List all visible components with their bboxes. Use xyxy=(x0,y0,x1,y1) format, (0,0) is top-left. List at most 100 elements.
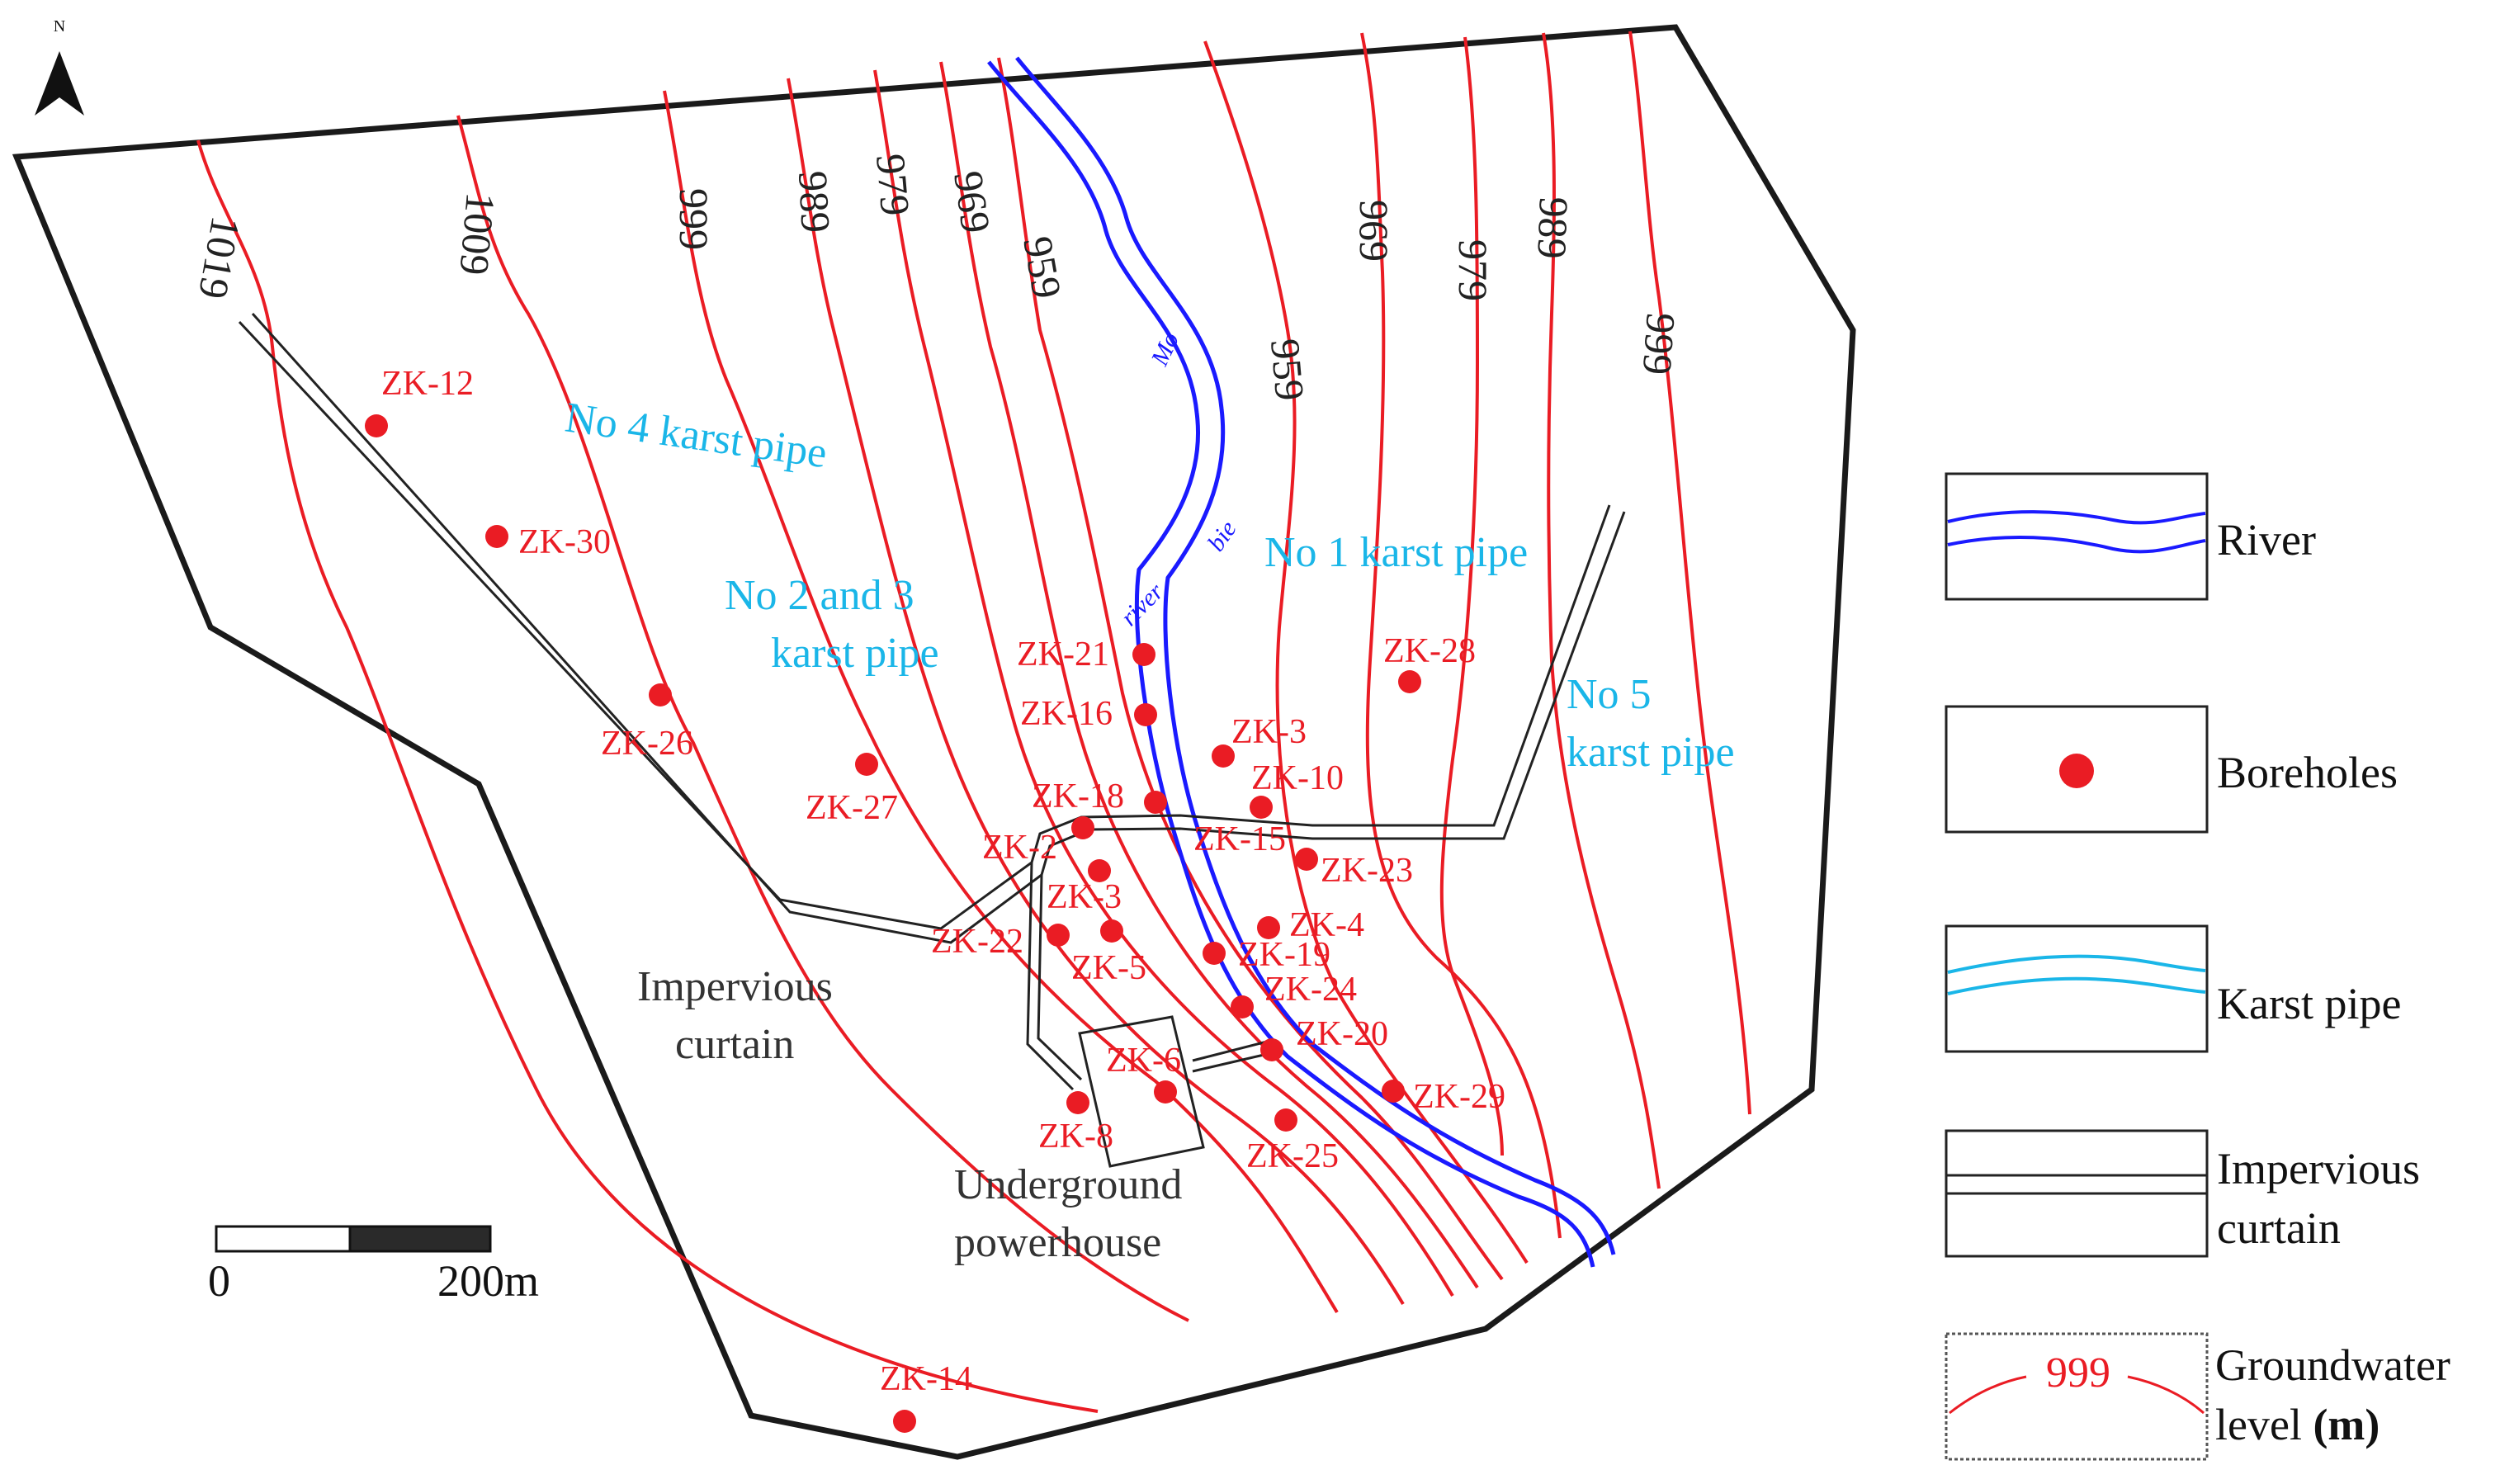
contour-label-989: 989 xyxy=(790,170,839,234)
underground-powerhouse xyxy=(1078,1015,1205,1168)
contour-label-959e: 959 xyxy=(1262,337,1313,403)
borehole-label: ZK-26 xyxy=(601,725,693,763)
karst-pipe-no1-label: No 1 karst pipe xyxy=(1264,529,1528,576)
legend-item-river: River xyxy=(1945,472,2316,601)
scale-bar: 0 200m xyxy=(208,1225,539,1306)
contour-label-979: 979 xyxy=(867,152,919,218)
contour-line-979e xyxy=(1439,36,1504,1156)
borehole-zk18 xyxy=(1071,816,1094,839)
borehole-label: ZK-16 xyxy=(1020,695,1113,733)
borehole-zk4 xyxy=(1257,916,1280,939)
borehole-zk25 xyxy=(1274,1108,1297,1132)
borehole-label: ZK-20 xyxy=(1296,1015,1388,1053)
borehole-zk24 xyxy=(1231,995,1254,1018)
contour-label-969: 969 xyxy=(945,168,1000,236)
contour-label-979e: 979 xyxy=(1450,239,1496,301)
legend: River Boreholes Karst pipe Impervious cu… xyxy=(1945,472,2450,1461)
contour-line-959w xyxy=(997,57,1504,1281)
contour-label-1009: 1009 xyxy=(451,191,504,277)
contour-line-989e xyxy=(1542,32,1661,1189)
borehole-zk12 xyxy=(365,414,388,437)
contour-line-1009 xyxy=(456,115,1189,1322)
borehole-zk18b xyxy=(1144,791,1167,814)
borehole-label: ZK-15 xyxy=(1193,820,1286,858)
karst-pipe-no4-label: No 4 karst pipe xyxy=(562,394,829,477)
legend-river-label: River xyxy=(2217,515,2316,565)
contour-line-999e xyxy=(1628,31,1751,1115)
curtain-label-1: Impervious xyxy=(637,963,833,1010)
borehole-label: ZK-4 xyxy=(1289,906,1364,944)
borehole-label: ZK-8 xyxy=(1038,1118,1113,1156)
contour-label-1019: 1019 xyxy=(190,213,250,302)
borehole-zk26 xyxy=(649,683,672,707)
river-name: Mo bie river xyxy=(1116,328,1242,631)
borehole-zk21 xyxy=(1132,643,1155,666)
powerhouse-label-2: powerhouse xyxy=(954,1219,1161,1266)
contour-line-999 xyxy=(663,90,1339,1314)
contour-line-969 xyxy=(939,61,1479,1289)
legend-boreholes-label: Boreholes xyxy=(2217,748,2398,797)
borehole-zk23 xyxy=(1295,848,1318,871)
borehole-zk30 xyxy=(485,525,508,548)
river-bank-east xyxy=(1015,56,1616,1255)
borehole-zk14 xyxy=(893,1410,916,1433)
river-label-bie: bie xyxy=(1203,516,1242,556)
karst-pipe-no5-label-1: No 5 xyxy=(1567,671,1652,718)
borehole-labels: ZK-12 ZK-30 ZK-26 ZK-27 ZK-21 ZK-16 ZK-1… xyxy=(381,365,1505,1398)
contour-line-969e xyxy=(1360,32,1562,1239)
borehole-label: ZK-5 xyxy=(1071,949,1146,987)
borehole-label: ZK-18 xyxy=(1032,777,1124,815)
contour-label-999e: 999 xyxy=(1634,311,1685,376)
borehole-label: ZK-22 xyxy=(931,923,1023,961)
river-label-river: river xyxy=(1116,578,1170,631)
borehole-label: ZK-10 xyxy=(1251,759,1344,797)
scale-bar-end: 200m xyxy=(437,1256,539,1306)
contour-line-979 xyxy=(873,69,1454,1297)
impervious-curtain xyxy=(238,312,1626,1091)
contour-line-989 xyxy=(787,78,1405,1306)
borehole-label: ZK-24 xyxy=(1264,971,1357,1009)
borehole-zk6 xyxy=(1154,1080,1177,1104)
borehole-label: ZK-2 xyxy=(982,829,1057,867)
river-label-mo: Mo xyxy=(1146,328,1184,371)
contour-line-1019 xyxy=(196,139,1099,1413)
contour-label-999: 999 xyxy=(671,188,717,250)
borehole-zk29 xyxy=(1382,1080,1405,1103)
borehole-zk27 xyxy=(855,753,878,776)
borehole-zk3w xyxy=(1100,919,1123,943)
legend-curtain-label-1: Impervious xyxy=(2217,1144,2420,1193)
borehole-zk10 xyxy=(1250,796,1273,819)
borehole-label: ZK-29 xyxy=(1413,1078,1505,1116)
borehole-label: ZK-21 xyxy=(1017,636,1109,673)
borehole-label: ZK-28 xyxy=(1383,632,1476,670)
karst-pipe-no23-label-1: No 2 and 3 xyxy=(725,572,914,619)
legend-item-groundwater: 999 Groundwater level (m) xyxy=(1945,1332,2450,1461)
borehole-label: ZK-19 xyxy=(1238,936,1330,974)
contours-west xyxy=(196,57,1504,1413)
curtain-label-2: curtain xyxy=(675,1021,794,1068)
legend-curtain-label-2: curtain xyxy=(2217,1203,2341,1253)
legend-gw-label-1: Groundwater xyxy=(2215,1340,2450,1390)
borehole-label: ZK-25 xyxy=(1246,1137,1339,1175)
borehole-label: ZK-3 xyxy=(1047,878,1122,916)
river-bank-west xyxy=(987,60,1595,1268)
north-label: N xyxy=(54,17,65,35)
legend-gw-label-2: level (m) xyxy=(2215,1400,2379,1449)
river xyxy=(987,56,1616,1268)
scale-bar-start: 0 xyxy=(208,1256,230,1306)
legend-gw-label-2b: (m) xyxy=(2313,1400,2379,1449)
contour-labels: 1019 1009 999 989 979 969 959 959 969 97… xyxy=(190,152,1685,403)
borehole-zk19 xyxy=(1203,942,1226,965)
map-boundary xyxy=(12,24,1856,1460)
borehole-zk8 xyxy=(1066,1091,1089,1114)
borehole-zk2 xyxy=(1088,859,1111,882)
borehole-zk16 xyxy=(1134,703,1157,726)
contour-label-959w: 959 xyxy=(1014,233,1070,302)
contour-label-989e: 989 xyxy=(1529,196,1577,260)
borehole-label: ZK-3 xyxy=(1231,713,1307,751)
borehole-label: ZK-30 xyxy=(518,523,611,561)
borehole-label: ZK-12 xyxy=(381,365,474,403)
legend-gw-sample: 999 xyxy=(2046,1349,2110,1397)
legend-gw-label-2a: level xyxy=(2215,1400,2313,1449)
